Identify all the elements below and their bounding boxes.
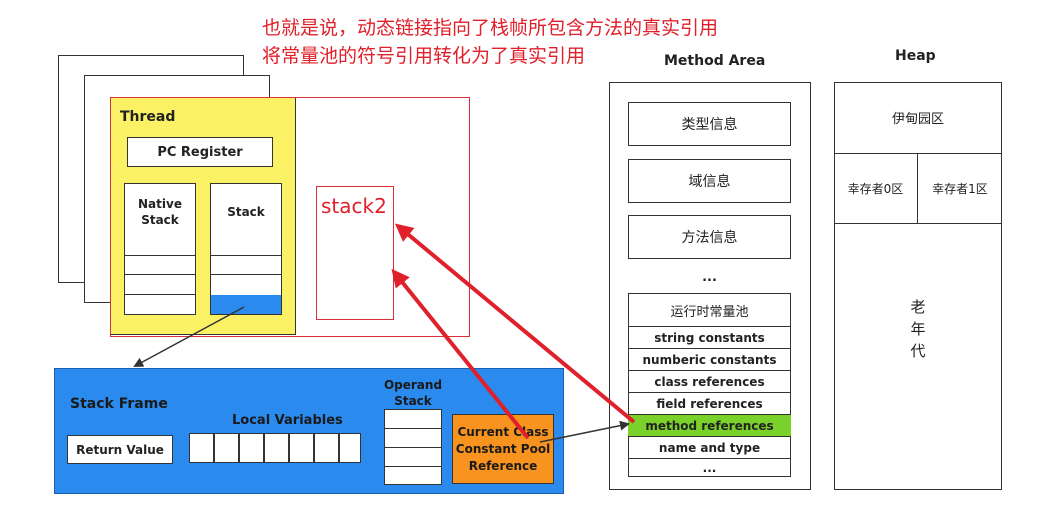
operand-stack-title: Operand Stack: [380, 377, 446, 409]
stack2-label: stack2: [321, 194, 387, 218]
method-area-title: Method Area: [662, 53, 768, 69]
annotation-line-1: 也就是说，动态链接指向了栈帧所包含方法的真实引用: [262, 17, 719, 39]
pool-row-method-references: method references: [628, 414, 791, 436]
red-outline-thread: [110, 97, 470, 337]
heap-old-line3: 代: [910, 342, 926, 360]
heap-survivor-1: 幸存者1区: [932, 181, 988, 196]
operand-stack-title-line1: Operand: [383, 378, 443, 392]
local-variables-title: Local Variables: [232, 413, 343, 428]
ccp-line3: Reference: [468, 458, 538, 473]
heap-old-line1: 老: [910, 298, 926, 316]
red-arrow-method-ref-to-stack2: [394, 223, 636, 424]
pool-row-name-and-type: name and type: [628, 436, 791, 458]
runtime-constant-pool: [628, 293, 791, 477]
local-variable-slot: [314, 433, 339, 463]
heap-eden: 伊甸园区: [891, 112, 944, 127]
ccp-line2: Constant Pool: [455, 441, 551, 456]
local-variable-slot: [189, 433, 214, 463]
pool-row-string-constants: string constants: [628, 326, 791, 348]
thread-stack-current-frame: [211, 295, 281, 314]
heap-title: Heap: [895, 48, 936, 64]
operand-stack-divider-2: [384, 447, 442, 448]
method-area-ellipsis: ...: [702, 270, 717, 285]
pc-register: PC Register: [127, 137, 273, 167]
thread-stack-label: Stack: [227, 205, 265, 219]
local-variable-slot: [339, 433, 361, 463]
stack-frame-title: Stack Frame: [70, 396, 168, 412]
heap-old-generation: 老 年 代: [834, 296, 1002, 362]
thread-stack-divider-2: [210, 274, 282, 275]
native-stack-divider-2: [124, 274, 196, 275]
return-value: Return Value: [67, 435, 173, 464]
thread-title: Thread: [120, 109, 176, 125]
method-area-method-info: 方法信息: [628, 215, 791, 259]
pool-row-class-references: class references: [628, 370, 791, 392]
local-variable-slot: [214, 433, 239, 463]
native-stack-label-line1: Native: [138, 197, 182, 211]
heap-panel: [834, 82, 1002, 490]
pool-row-numberic-constants: numberic constants: [628, 348, 791, 370]
operand-stack-divider-1: [384, 428, 442, 429]
native-stack: [124, 183, 196, 315]
native-stack-label: Native Stack: [124, 196, 196, 228]
method-area-type-info: 类型信息: [628, 102, 791, 146]
thread-stack-divider-1: [210, 255, 282, 256]
pool-row-ellipsis: ...: [628, 458, 791, 476]
arrow-ccp-to-method-ref: [539, 420, 630, 443]
heap-survivor-0: 幸存者0区: [834, 153, 918, 223]
operand-stack-title-line2: Stack: [394, 394, 432, 408]
annotation-line-2: 将常量池的符号引用转化为了真实引用: [262, 45, 586, 67]
pool-row-field-references: field references: [628, 392, 791, 414]
native-stack-divider-1: [124, 255, 196, 256]
arrow-stack-to-frame: [133, 306, 245, 367]
heap-old-line2: 年: [910, 320, 926, 338]
runtime-constant-pool-title: 运行时常量池: [670, 304, 749, 320]
local-variable-slot: [239, 433, 264, 463]
heap-divider-top: [834, 153, 1002, 154]
native-stack-divider-3: [124, 294, 196, 295]
red-arrow-ccp-to-stack2: [391, 268, 530, 440]
native-stack-label-line2: Stack: [141, 213, 179, 227]
heap-divider-bottom: [834, 223, 1002, 224]
stack2-box: [316, 186, 394, 320]
current-class-constant-pool-reference: Current Class Constant Pool Reference: [452, 414, 554, 484]
thread-stack: [210, 183, 282, 315]
method-area-field-info: 域信息: [628, 159, 791, 203]
local-variable-slot: [289, 433, 314, 463]
operand-stack-divider-3: [384, 466, 442, 467]
local-variable-slot: [264, 433, 289, 463]
